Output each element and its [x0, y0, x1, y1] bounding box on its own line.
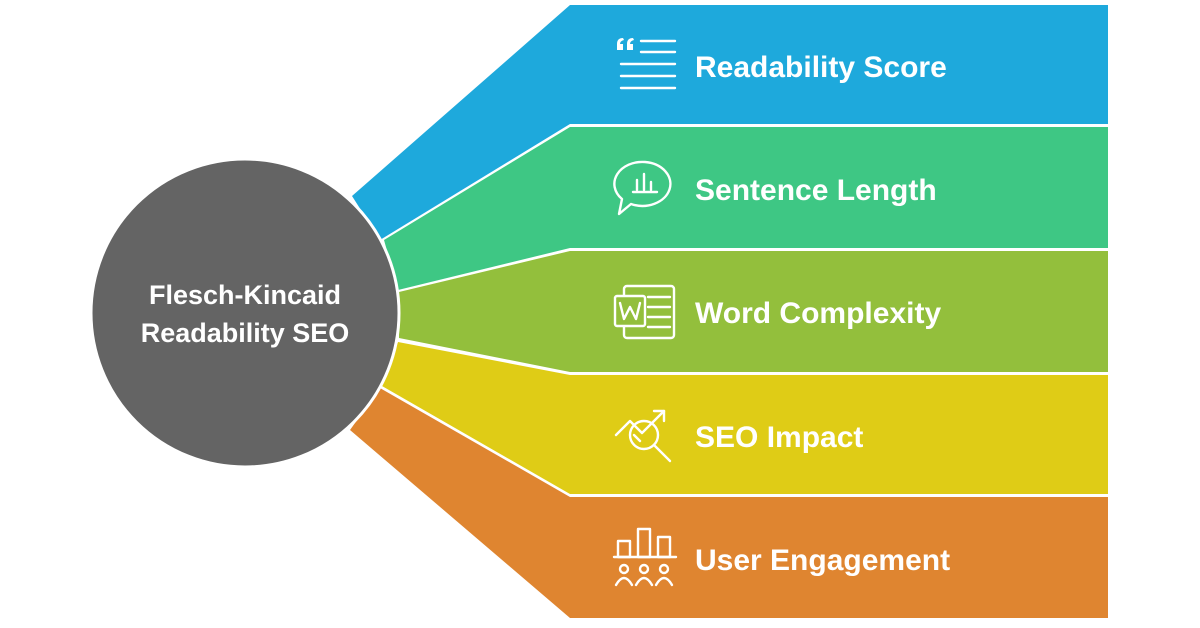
branch-label: Readability Score — [695, 51, 947, 84]
branch-label: SEO Impact — [695, 421, 863, 454]
branch-seo-impact: SEO Impact — [382, 342, 1108, 494]
branch-label: Word Complexity — [695, 297, 941, 330]
hub-title-line-1: Flesch-Kincaid — [149, 280, 341, 310]
branch-band — [352, 5, 1108, 240]
branch-band — [382, 342, 1108, 494]
branch-word-complexity: Word Complexity — [399, 251, 1108, 372]
magnifier-trend-icon — [614, 409, 672, 463]
branch-sentence-length: Sentence Length — [384, 127, 1108, 290]
branch-readability-score: Readability Score — [352, 5, 1108, 240]
branch-band — [384, 127, 1108, 290]
chat-bubble-bar-chart-icon — [613, 160, 672, 216]
central-hub: Flesch-Kincaid Readability SEO — [89, 157, 401, 469]
branch-label: User Engagement — [695, 544, 950, 577]
hub-title-line-2: Readability SEO — [141, 318, 350, 348]
branch-band — [350, 388, 1108, 618]
branch-user-engagement: User Engagement — [350, 388, 1108, 618]
hub-circle — [89, 157, 401, 469]
quote-text-lines-icon — [617, 38, 677, 90]
branch-label: Sentence Length — [695, 174, 937, 207]
word-document-icon — [613, 284, 676, 340]
audience-bar-chart-icon — [612, 527, 678, 587]
branch-band — [399, 251, 1108, 372]
